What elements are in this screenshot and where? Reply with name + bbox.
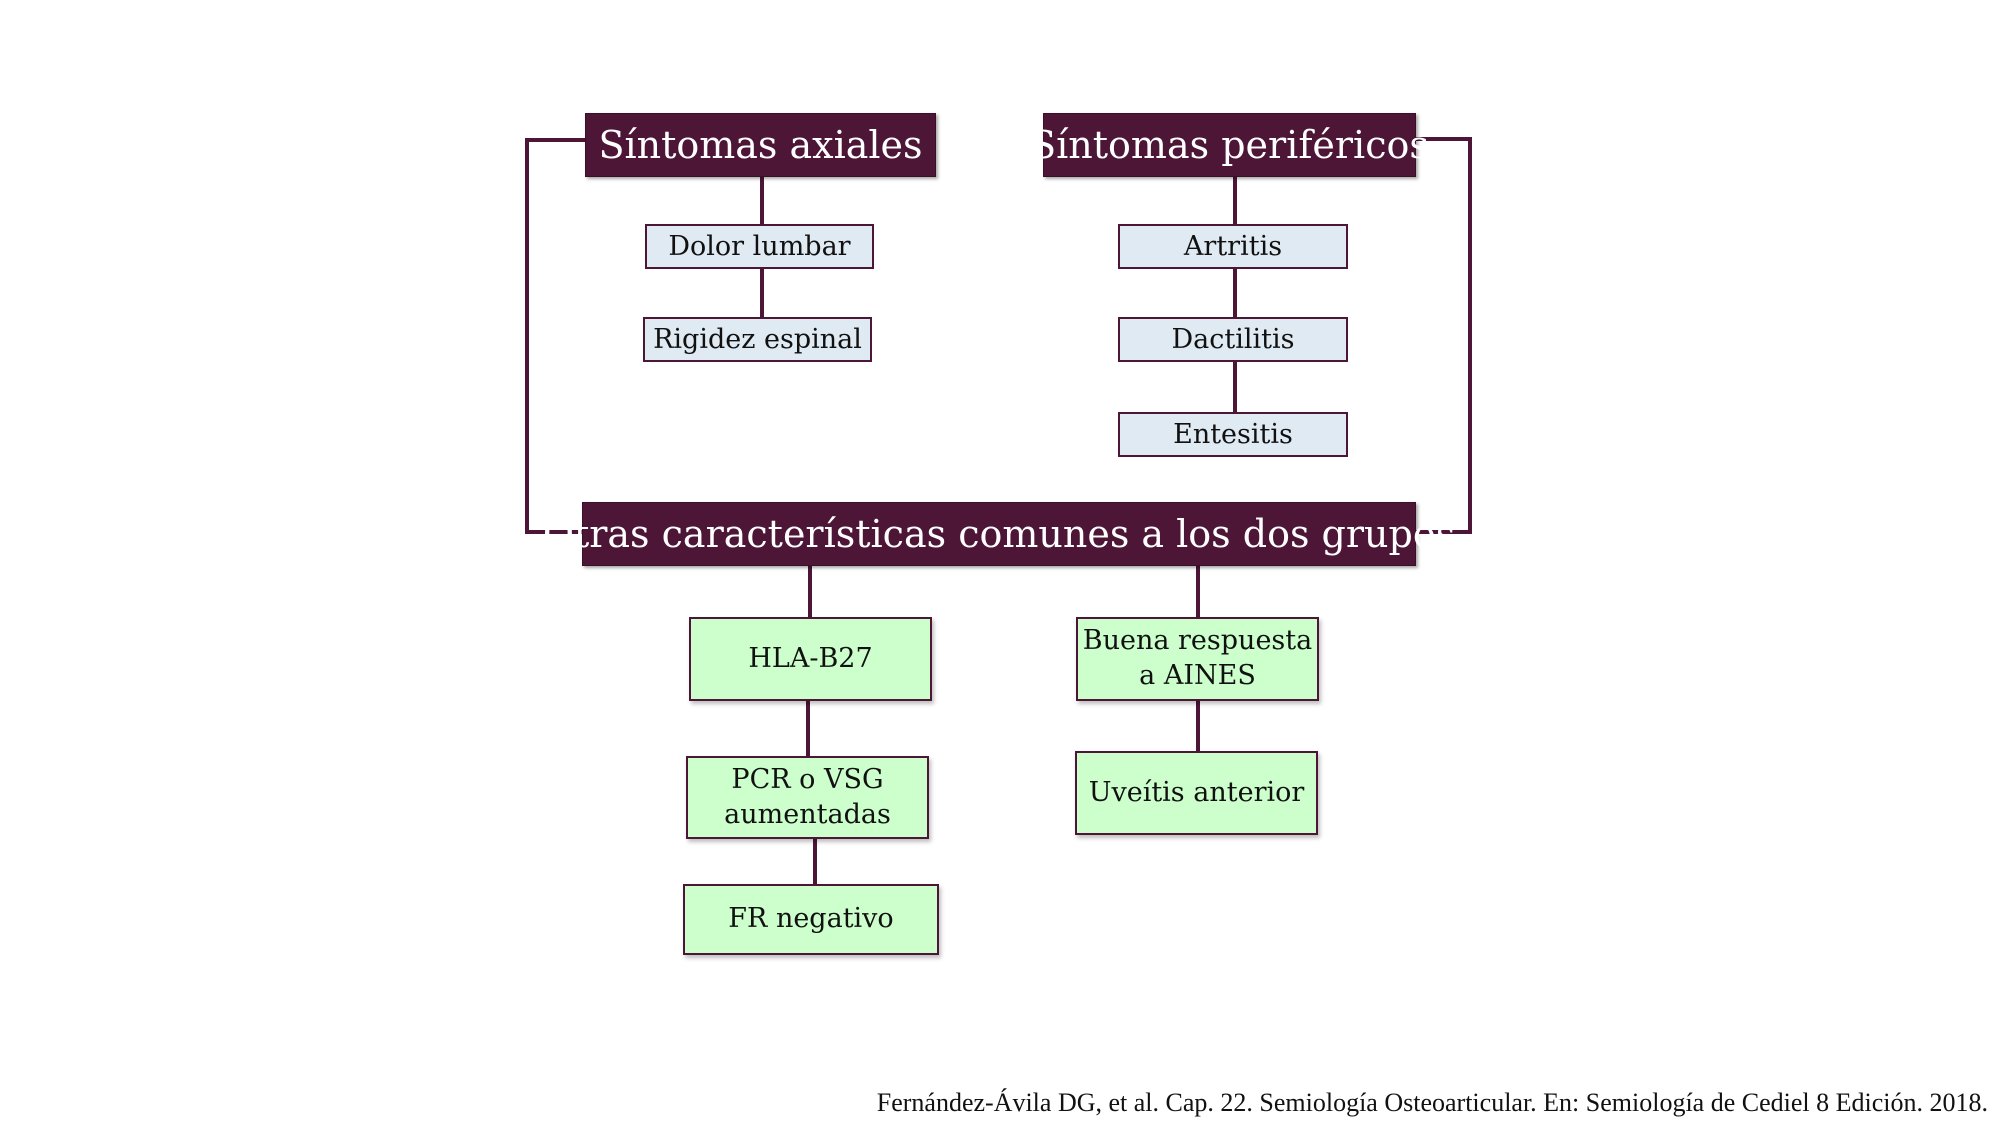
- axial-item-label: Dolor lumbar: [668, 231, 851, 262]
- common-features-header: Otras características comunes a los dos …: [543, 502, 1455, 566]
- peripheral-item-arthritis: Artritis: [1118, 224, 1348, 269]
- common-item-pcr-vsg: PCR o VSG aumentadas: [686, 756, 929, 839]
- common-item-nsaid-response: Buena respuesta a AINES: [1076, 617, 1319, 701]
- common-item-label-line: a AINES: [1139, 660, 1256, 691]
- common-item-label-line: PCR o VSG: [731, 763, 884, 795]
- peripheral-symptoms-header: Síntomas periféricos: [1030, 113, 1429, 177]
- peripheral-item-dactylitis: Dactilitis: [1118, 317, 1348, 362]
- right-bracket-connector: [1414, 137, 1472, 534]
- source-citation: Fernández-Ávila DG, et al. Cap. 22. Semi…: [876, 1088, 1988, 1117]
- axial-item-spinal-stiffness: Rigidez espinal: [643, 317, 872, 362]
- common-item-label-line: aumentadas: [724, 798, 891, 830]
- peripheral-item-label: Artritis: [1183, 231, 1283, 262]
- peripheral-item-label: Entesitis: [1173, 419, 1293, 450]
- common-item-label: Uveítis anterior: [1088, 776, 1305, 808]
- peripheral-symptoms-title: Síntomas periféricos: [1030, 123, 1429, 167]
- common-item-fr-negative: FR negativo: [683, 884, 939, 955]
- common-features-title: Otras características comunes a los dos …: [542, 512, 1456, 556]
- axial-item-label: Rigidez espinal: [653, 324, 862, 355]
- common-item-label: FR negativo: [728, 903, 894, 935]
- left-bracket-connector: [525, 138, 585, 534]
- common-item-hla-b27: HLA-B27: [689, 617, 932, 701]
- common-item-label-group: Buena respuesta a AINES: [1083, 624, 1312, 693]
- common-item-label-group: PCR o VSG aumentadas: [724, 763, 891, 832]
- axial-symptoms-title: Síntomas axiales: [598, 123, 923, 167]
- common-item-label-line: Buena respuesta: [1082, 625, 1313, 657]
- axial-symptoms-header: Síntomas axiales: [585, 113, 936, 177]
- common-item-anterior-uveitis: Uveítis anterior: [1075, 751, 1318, 835]
- peripheral-item-enthesitis: Entesitis: [1118, 412, 1348, 457]
- common-item-label: HLA-B27: [748, 642, 873, 674]
- peripheral-item-label: Dactilitis: [1171, 324, 1295, 355]
- axial-item-lumbar-pain: Dolor lumbar: [645, 224, 874, 269]
